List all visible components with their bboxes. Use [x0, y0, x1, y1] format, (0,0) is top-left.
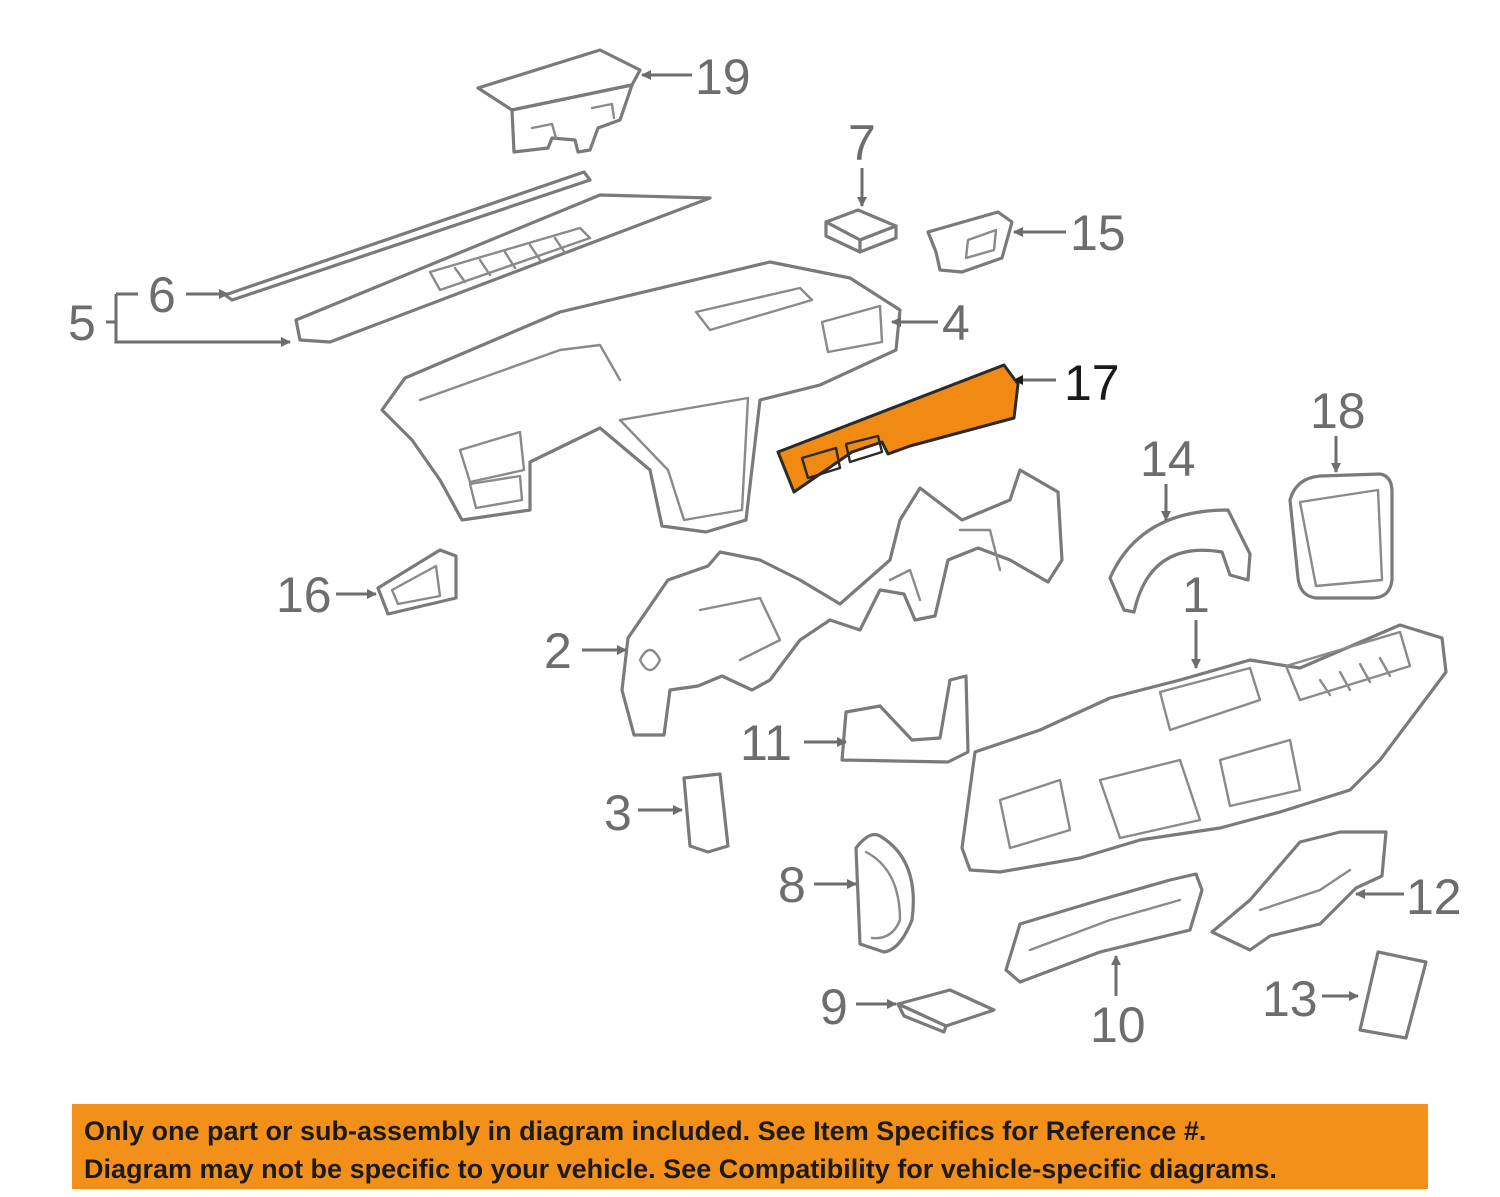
part-15-vent[interactable]	[926, 210, 1014, 274]
callout-8: 8	[778, 857, 806, 913]
part-11-bracket[interactable]	[840, 674, 970, 764]
part-9-cover[interactable]	[896, 988, 996, 1034]
callout-3: 3	[604, 785, 632, 841]
callouts: 19 7 15 6 5 4 17 18 14 16 1 2 11 3 8 12	[68, 49, 1462, 1053]
callout-15: 15	[1070, 205, 1126, 261]
part-7-module[interactable]	[824, 208, 898, 254]
callout-10: 10	[1090, 997, 1146, 1053]
callout-7: 7	[848, 115, 876, 171]
notice-banner: Only one part or sub-assembly in diagram…	[72, 1104, 1428, 1189]
part-8-gauge-lens[interactable]	[854, 832, 915, 954]
part-2-beam[interactable]	[620, 468, 1064, 737]
callout-11: 11	[740, 715, 792, 771]
callout-19: 19	[695, 49, 751, 105]
part-13-side-trim[interactable]	[1358, 950, 1428, 1040]
part-14-cluster-bezel[interactable]	[1108, 508, 1252, 614]
callout-6: 6	[148, 267, 176, 323]
callout-1: 1	[1182, 567, 1210, 623]
part-16-vent-bezel[interactable]	[376, 548, 458, 616]
part-18-trim-panel[interactable]	[1288, 472, 1394, 600]
callout-17: 17	[1064, 355, 1120, 411]
part-4-instrument-panel[interactable]	[380, 260, 902, 534]
part-3-trim[interactable]	[682, 772, 730, 854]
part-19-airbag-cover[interactable]	[476, 48, 642, 154]
part-12-glove-box-bin[interactable]	[1210, 830, 1388, 952]
callout-13: 13	[1262, 971, 1318, 1027]
callout-12: 12	[1406, 869, 1462, 925]
notice-line-2: Diagram may not be specific to your vehi…	[84, 1154, 1277, 1184]
part-6-molding[interactable]	[223, 170, 592, 302]
notice-line-1: Only one part or sub-assembly in diagram…	[84, 1116, 1207, 1146]
part-10-glove-box-door[interactable]	[1004, 872, 1204, 984]
part-17-trim-panel[interactable]	[776, 363, 1020, 494]
callout-2: 2	[544, 623, 572, 679]
callout-9: 9	[820, 979, 848, 1035]
callout-14: 14	[1140, 431, 1196, 487]
part-1-carrier[interactable]	[960, 623, 1448, 874]
callout-5: 5	[68, 295, 96, 351]
callout-4: 4	[942, 295, 970, 351]
callout-16: 16	[276, 567, 332, 623]
callout-18: 18	[1310, 383, 1366, 439]
